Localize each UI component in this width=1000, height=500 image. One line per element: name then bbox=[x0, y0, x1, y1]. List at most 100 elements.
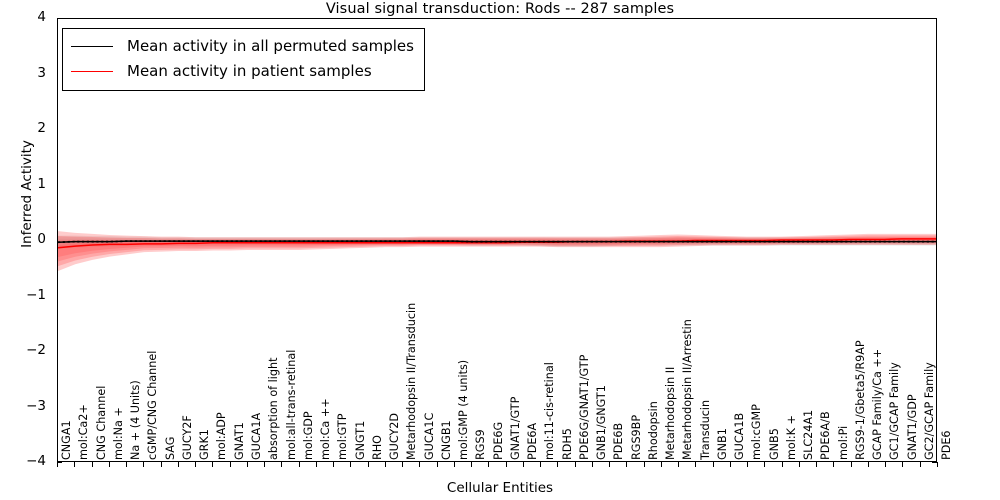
x-tick-label: mol:Ca ++ bbox=[319, 398, 333, 460]
y-tick-label: 1 bbox=[37, 175, 46, 192]
x-tick-label: PDE6A/B bbox=[819, 411, 833, 460]
x-tick-label: CNGA1 bbox=[60, 420, 74, 460]
x-tick-label: mol:GDP bbox=[301, 411, 315, 460]
chart-title: Visual signal transduction: Rods -- 287 … bbox=[325, 1, 675, 17]
x-tick-label: Metarhodopsin II bbox=[664, 366, 678, 460]
x-tick-label: PDE6G bbox=[491, 421, 505, 460]
y-tick-label: 0 bbox=[37, 231, 46, 247]
legend-swatch-patient bbox=[71, 71, 113, 72]
x-tick-mark bbox=[902, 462, 904, 467]
x-tick-label: GC2/GCAP Family bbox=[922, 362, 936, 460]
x-tick-label: Na + (4 Units) bbox=[129, 380, 143, 460]
x-tick-label: PDE6G/GNAT1/GTP bbox=[577, 354, 591, 460]
x-tick-label: mol:Pi bbox=[836, 425, 850, 460]
x-tick-label: GUCA1A bbox=[250, 412, 263, 460]
x-tick-mark bbox=[281, 462, 283, 467]
x-tick-label: GRK1 bbox=[198, 429, 212, 460]
legend-item-patient: Mean activity in patient samples bbox=[71, 59, 414, 84]
x-tick-label: GUCA1B bbox=[733, 412, 747, 460]
y-axis-label: Inferred Activity bbox=[19, 140, 35, 248]
y-tick-mark bbox=[932, 462, 937, 463]
x-tick-mark bbox=[574, 462, 576, 467]
x-tick-mark bbox=[816, 462, 818, 467]
x-tick-label: PDE6 bbox=[940, 430, 954, 460]
x-tick-mark bbox=[367, 462, 369, 467]
x-tick-label: cGMP/CNG Channel bbox=[146, 350, 160, 460]
x-tick-mark bbox=[781, 462, 783, 467]
x-tick-label: SLC24A1 bbox=[802, 409, 816, 460]
x-tick-mark bbox=[177, 462, 179, 467]
x-tick-label: mol:Na + bbox=[111, 407, 125, 460]
x-tick-mark bbox=[246, 462, 248, 467]
x-tick-label: mol:K + bbox=[784, 415, 798, 460]
x-tick-mark bbox=[678, 462, 680, 467]
x-tick-label: mol:all-trans-retinal bbox=[284, 349, 298, 460]
x-tick-label: GNB5 bbox=[767, 428, 781, 460]
x-tick-mark bbox=[798, 462, 800, 467]
x-tick-mark bbox=[626, 462, 628, 467]
x-tick-mark bbox=[764, 462, 766, 467]
patient-mean-line bbox=[58, 239, 936, 248]
x-tick-mark bbox=[712, 462, 714, 467]
x-tick-label: GC1/GCAP Family bbox=[888, 362, 902, 460]
x-tick-mark bbox=[660, 462, 662, 467]
y-tick-label: −1 bbox=[26, 286, 46, 303]
x-tick-mark bbox=[126, 462, 128, 467]
x-tick-label: RDH5 bbox=[560, 428, 574, 460]
legend-label-permuted: Mean activity in all permuted samples bbox=[127, 37, 414, 55]
x-tick-mark bbox=[591, 462, 593, 467]
y-tick-label: 2 bbox=[37, 120, 46, 136]
y-tick-mark bbox=[57, 462, 62, 463]
x-tick-label: RGS9BP bbox=[629, 414, 643, 460]
x-tick-mark bbox=[833, 462, 835, 467]
x-tick-mark bbox=[557, 462, 559, 467]
x-tick-mark bbox=[540, 462, 542, 467]
x-tick-label: mol:GMP (4 units) bbox=[457, 359, 471, 460]
x-tick-mark bbox=[609, 462, 611, 467]
x-tick-label: GNB1 bbox=[715, 428, 729, 460]
legend-label-patient: Mean activity in patient samples bbox=[127, 62, 372, 80]
y-tick-label: 4 bbox=[37, 9, 46, 25]
x-tick-mark bbox=[229, 462, 231, 467]
x-tick-mark bbox=[315, 462, 317, 467]
permuted-mean-dotted-overlay bbox=[58, 241, 936, 242]
x-tick-label: Metarhodopsin II/Transducin bbox=[405, 302, 419, 460]
x-tick-label: CNG Channel bbox=[94, 385, 108, 460]
x-tick-mark bbox=[729, 462, 731, 467]
x-tick-mark bbox=[436, 462, 438, 467]
x-tick-mark bbox=[108, 462, 110, 467]
plot-area bbox=[57, 18, 937, 462]
x-tick-mark bbox=[384, 462, 386, 467]
chart-legend: Mean activity in all permuted samples Me… bbox=[62, 28, 425, 91]
x-tick-mark bbox=[195, 462, 197, 467]
x-tick-mark bbox=[937, 462, 938, 467]
x-tick-mark bbox=[488, 462, 490, 467]
x-tick-mark bbox=[74, 462, 76, 467]
x-tick-mark bbox=[505, 462, 507, 467]
x-tick-label: PDE6B bbox=[612, 422, 626, 460]
x-tick-label: GNAT1/GTP bbox=[508, 396, 522, 460]
x-tick-label: CNGB1 bbox=[439, 420, 453, 460]
x-tick-label: mol:GTP bbox=[336, 413, 350, 460]
x-tick-mark bbox=[350, 462, 352, 467]
x-tick-label: GNAT1 bbox=[232, 422, 246, 460]
x-tick-mark bbox=[91, 462, 93, 467]
x-tick-label: Metarhodopsin II/Arrestin bbox=[681, 319, 695, 460]
x-tick-label: GNB1/GNGT1 bbox=[595, 385, 609, 460]
x-tick-mark bbox=[57, 462, 58, 467]
x-tick-mark bbox=[264, 462, 266, 467]
x-tick-label: mol:11-cis-retinal bbox=[543, 362, 557, 460]
x-tick-label: mol:Ca2+ bbox=[77, 404, 91, 460]
x-tick-label: Rhodopsin bbox=[646, 401, 660, 460]
x-tick-mark bbox=[402, 462, 404, 467]
x-tick-label: RGS9 bbox=[474, 429, 488, 460]
x-tick-mark bbox=[885, 462, 887, 467]
y-tick-label: −4 bbox=[26, 453, 46, 469]
x-tick-mark bbox=[867, 462, 869, 467]
x-tick-label: mol:ADP bbox=[215, 412, 229, 460]
x-tick-mark bbox=[471, 462, 473, 467]
x-tick-mark bbox=[333, 462, 335, 467]
x-axis-label: Cellular Entities bbox=[446, 480, 554, 496]
x-tick-mark bbox=[419, 462, 421, 467]
x-tick-mark bbox=[160, 462, 162, 467]
